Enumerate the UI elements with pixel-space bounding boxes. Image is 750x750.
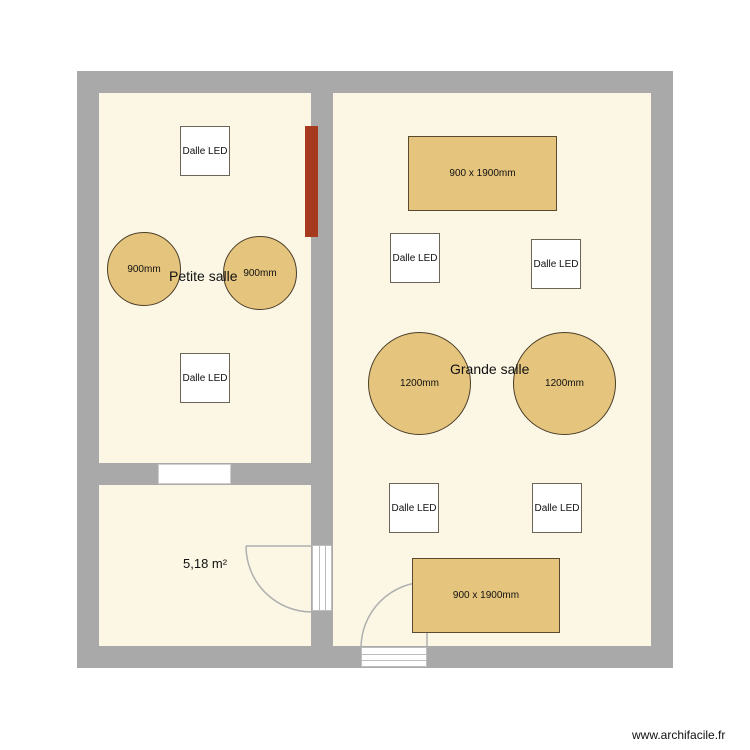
round-table[interactable]: 1200mm — [368, 332, 471, 435]
room-small[interactable] — [99, 485, 311, 646]
door-frame — [312, 545, 332, 611]
led-panel[interactable]: Dalle LED — [180, 126, 230, 176]
rect-table[interactable]: 900 x 1900mm — [412, 558, 560, 633]
room-label-grande-salle: Grande salle — [450, 361, 530, 377]
door-entrance[interactable] — [361, 647, 427, 667]
room-label-petite-salle: Petite salle — [169, 268, 238, 284]
led-panel[interactable]: Dalle LED — [390, 233, 440, 283]
outer-wall-right — [651, 71, 673, 668]
led-panel[interactable]: Dalle LED — [180, 353, 230, 403]
watermark[interactable]: www.archifacile.fr — [632, 728, 726, 742]
led-panel[interactable]: Dalle LED — [532, 483, 582, 533]
door-small-room[interactable] — [311, 545, 333, 611]
led-panel[interactable]: Dalle LED — [389, 483, 439, 533]
radiator[interactable] — [305, 126, 318, 237]
room-area-label: 5,18 m² — [183, 556, 228, 571]
door-swing-arc-small-room — [245, 545, 313, 613]
round-table[interactable]: 900mm — [107, 232, 181, 306]
led-panel[interactable]: Dalle LED — [531, 239, 581, 289]
round-table[interactable]: 1200mm — [513, 332, 616, 435]
rect-table[interactable]: 900 x 1900mm — [408, 136, 557, 211]
round-table[interactable]: 900mm — [223, 236, 297, 310]
outer-wall-left — [77, 71, 99, 668]
outer-wall-top — [77, 71, 673, 93]
window-interior[interactable] — [158, 464, 231, 484]
